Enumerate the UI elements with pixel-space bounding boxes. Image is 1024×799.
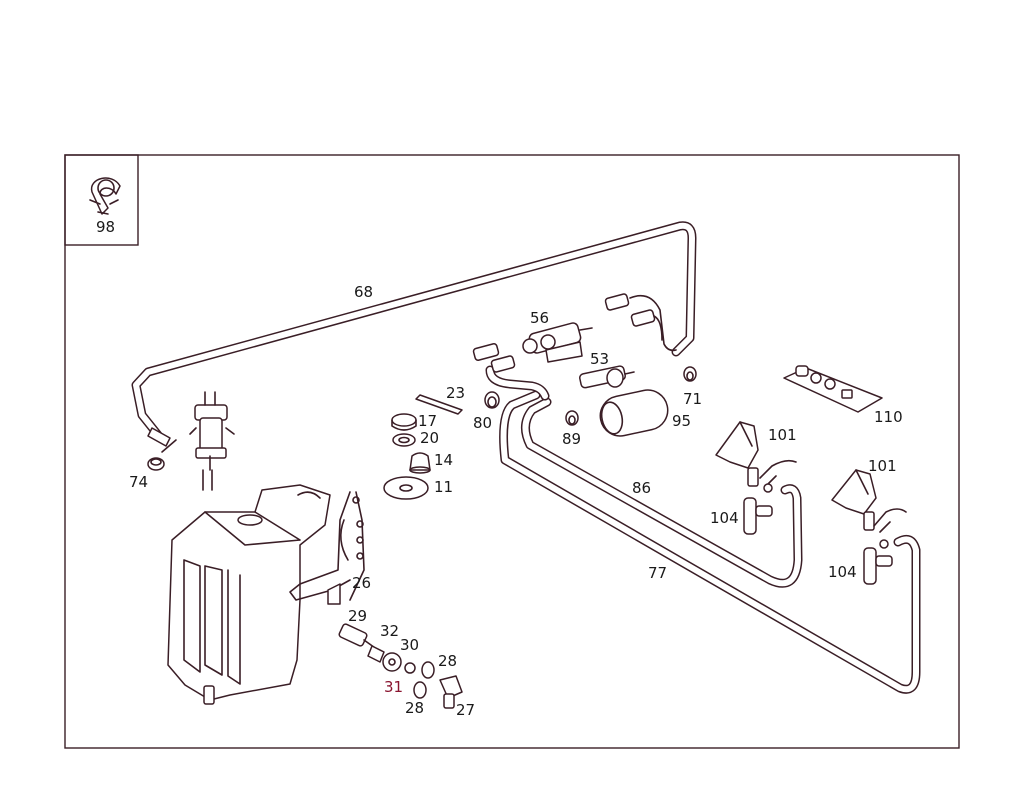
label-30: 30 — [400, 636, 419, 654]
label-20: 20 — [420, 429, 439, 447]
label-101-left: 101 — [768, 426, 797, 444]
label-101-right: 101 — [868, 457, 897, 475]
nozzle-101-right — [831, 469, 907, 549]
label-104-left: 104 — [710, 509, 739, 527]
label-17: 17 — [418, 412, 437, 430]
connector-pair-top — [604, 293, 677, 352]
hose-77 — [499, 390, 921, 694]
hose-connector-80 — [485, 365, 550, 401]
label-32: 32 — [380, 622, 399, 640]
washer-32 — [367, 645, 385, 663]
callout-labels: 98 68 56 53 23 71 80 89 95 110 17 20 14 … — [96, 218, 903, 719]
label-23: 23 — [446, 384, 465, 402]
check-valve-31 — [404, 662, 416, 674]
label-56: 56 — [530, 309, 549, 327]
tee-104-right — [863, 547, 893, 585]
label-11: 11 — [434, 478, 453, 496]
label-31: 31 — [384, 678, 403, 696]
cap-17 — [391, 413, 417, 431]
clip-98 — [89, 177, 121, 215]
mount-11 — [383, 476, 429, 500]
level-sensor-26 — [289, 491, 365, 605]
pump-connector — [579, 365, 635, 389]
clamp-89 — [565, 410, 579, 426]
washer-fluid-tank — [167, 484, 331, 705]
seal-20 — [392, 433, 416, 447]
label-26: 26 — [352, 574, 371, 592]
label-74: 74 — [129, 473, 148, 491]
o-ring-28-upper — [421, 661, 435, 679]
label-28-lower: 28 — [405, 699, 424, 717]
o-ring-28-lower — [413, 681, 427, 699]
label-89: 89 — [562, 430, 581, 448]
label-77: 77 — [648, 564, 667, 582]
bracket-53 — [545, 341, 583, 363]
hose-end-74 — [147, 427, 177, 471]
label-98: 98 — [96, 218, 115, 236]
label-110: 110 — [874, 408, 903, 426]
valve-56 — [522, 322, 593, 354]
hose-86 — [521, 397, 803, 588]
nozzle-101-left — [715, 421, 797, 493]
washer-pump — [189, 391, 235, 491]
label-95: 95 — [672, 412, 691, 430]
clamp-80 — [484, 391, 500, 409]
connector-pair-80 — [472, 343, 516, 373]
label-71: 71 — [683, 390, 702, 408]
label-29: 29 — [348, 607, 367, 625]
tee-104-left — [743, 497, 773, 535]
panel-110 — [783, 365, 883, 413]
label-86: 86 — [632, 479, 651, 497]
label-104-right: 104 — [828, 563, 857, 581]
hose-68 — [131, 221, 697, 440]
fitting-27 — [439, 675, 463, 709]
label-68: 68 — [354, 283, 373, 301]
label-53: 53 — [590, 350, 609, 368]
clamp-71 — [683, 366, 697, 382]
label-80: 80 — [473, 414, 492, 432]
label-14: 14 — [434, 451, 453, 469]
label-28-upper: 28 — [438, 652, 457, 670]
diagram-frame — [64, 154, 960, 749]
sleeve-95 — [599, 389, 669, 437]
inset-box — [64, 154, 139, 246]
label-27: 27 — [456, 701, 475, 719]
filter-30 — [382, 652, 402, 672]
strip-23 — [415, 394, 463, 415]
grommet-14 — [409, 452, 431, 474]
